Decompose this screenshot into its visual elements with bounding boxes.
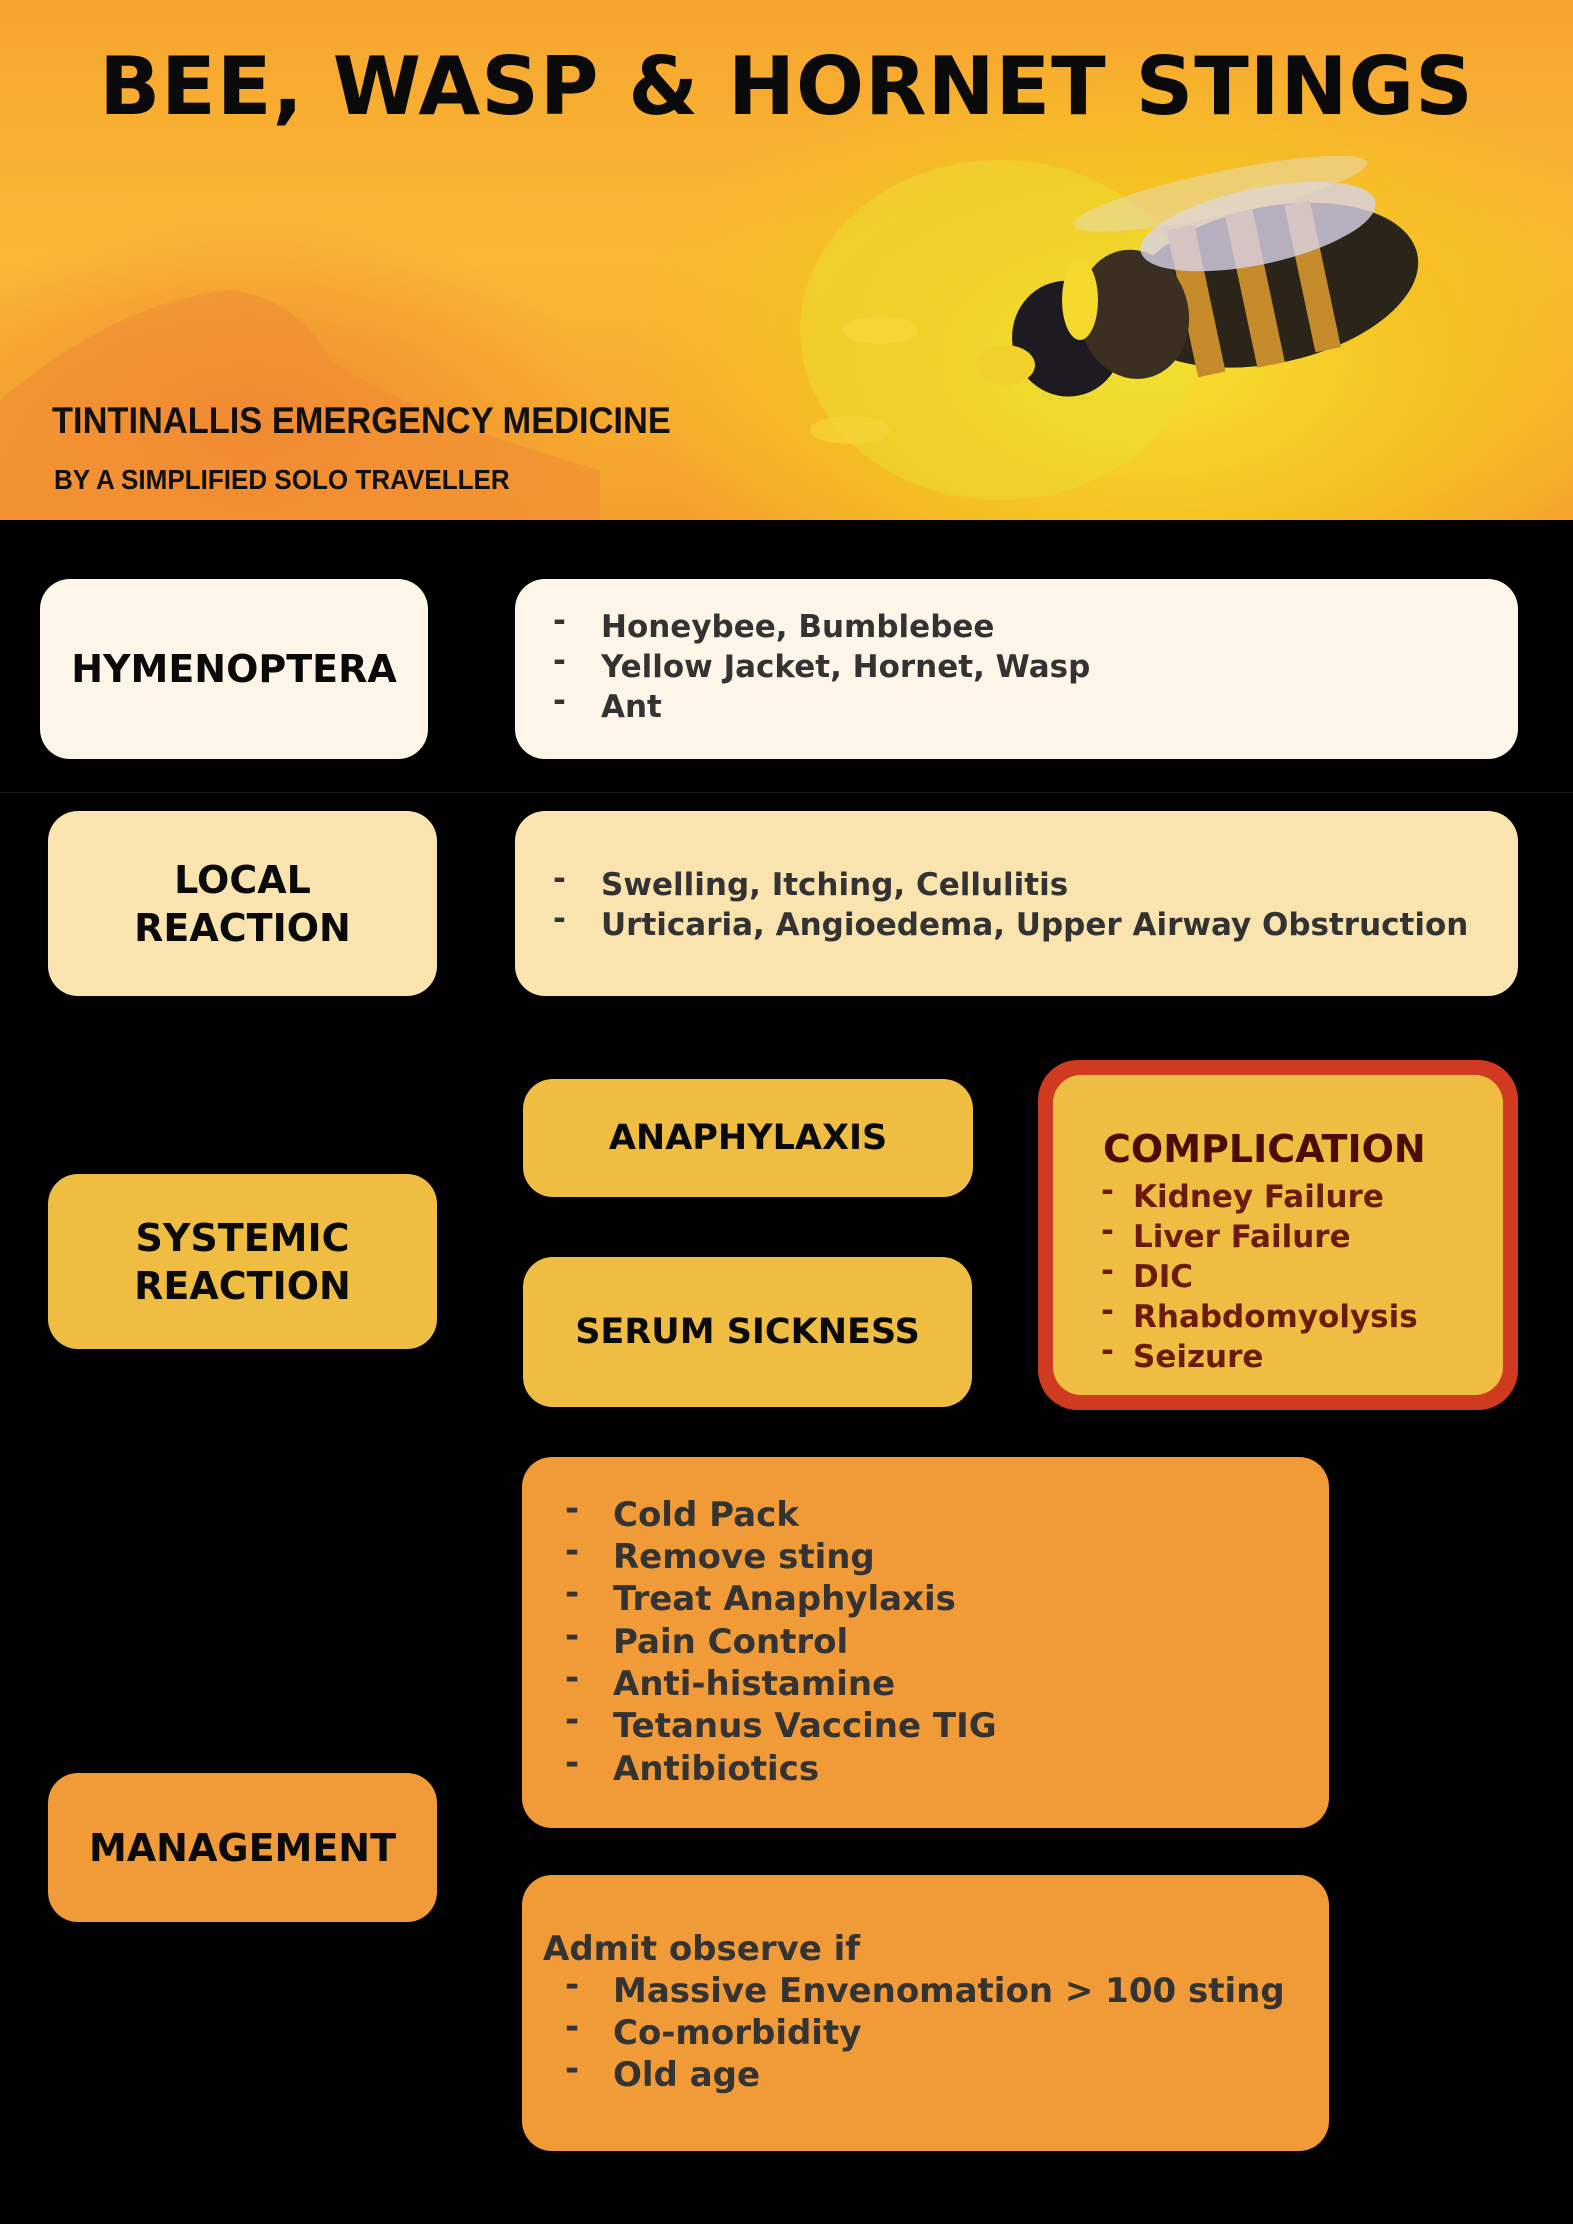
systemic-reaction-label-box: SYSTEMIC REACTION <box>48 1174 437 1349</box>
list-item: -Co-morbidity <box>565 2007 862 2053</box>
serum-sickness-box: SERUM SICKNESS <box>523 1257 972 1407</box>
list-item: -Old age <box>565 2049 761 2095</box>
admit-criteria-box: Admit observe if -Massive Envenomation >… <box>522 1875 1329 2151</box>
systemic-reaction-label-line2: REACTION <box>134 1263 351 1308</box>
dash-bullet: - <box>565 1616 580 1656</box>
list-item: -Kidney Failure <box>1101 1173 1384 1215</box>
list-item-text: Yellow Jacket, Hornet, Wasp <box>601 649 1091 685</box>
hymenoptera-label: HYMENOPTERA <box>71 647 397 691</box>
list-item-text: Ant <box>601 689 662 725</box>
list-item-text: Co-morbidity <box>613 2013 862 2053</box>
anaphylaxis-box: ANAPHYLAXIS <box>523 1079 973 1197</box>
dash-bullet: - <box>553 603 566 639</box>
list-item-text: Antibiotics <box>613 1749 820 1789</box>
list-item: -Anti-histamine <box>565 1658 896 1704</box>
dash-bullet: - <box>553 683 566 719</box>
dash-bullet: - <box>565 2049 580 2089</box>
divider <box>0 792 1573 793</box>
list-item: -Treat Anaphylaxis <box>565 1573 956 1619</box>
dash-bullet: - <box>565 1489 580 1529</box>
hymenoptera-label-box: HYMENOPTERA <box>40 579 428 759</box>
list-item: -Ant <box>553 683 662 725</box>
page-title: BEE, WASP & HORNET STINGS <box>99 40 1474 133</box>
list-item-text: Kidney Failure <box>1133 1179 1384 1215</box>
list-item: -Seizure <box>1101 1333 1264 1375</box>
list-item-text: Tetanus Vaccine TIG <box>613 1706 997 1746</box>
local-reaction-list-box: -Swelling, Itching, Cellulitis -Urticari… <box>515 811 1518 996</box>
dash-bullet: - <box>1101 1293 1114 1329</box>
list-item: -Cold Pack <box>565 1489 799 1535</box>
list-item: -Massive Envenomation > 100 sting <box>565 1965 1285 2011</box>
list-item: -Liver Failure <box>1101 1213 1351 1255</box>
dash-bullet: - <box>1101 1253 1114 1289</box>
list-item-text: DIC <box>1133 1259 1194 1295</box>
list-item: -Yellow Jacket, Hornet, Wasp <box>553 643 1091 685</box>
hymenoptera-list-box: -Honeybee, Bumblebee -Yellow Jacket, Hor… <box>515 579 1518 759</box>
source-subtitle: TINTINALLIS EMERGENCY MEDICINE <box>52 400 671 441</box>
list-item: -Rhabdomyolysis <box>1101 1293 1418 1335</box>
list-item-text: Anti-histamine <box>613 1664 896 1704</box>
admit-heading: Admit observe if <box>543 1929 861 1969</box>
complication-box: COMPLICATION -Kidney Failure -Liver Fail… <box>1038 1060 1518 1410</box>
list-item-text: Treat Anaphylaxis <box>613 1579 956 1619</box>
dash-bullet: - <box>1101 1213 1114 1249</box>
list-item: -Remove sting <box>565 1531 875 1577</box>
list-item: -DIC <box>1101 1253 1194 1295</box>
list-item: -Tetanus Vaccine TIG <box>565 1700 997 1746</box>
dash-bullet: - <box>565 1743 580 1783</box>
anaphylaxis-label: ANAPHYLAXIS <box>608 1118 888 1158</box>
list-item-text: Cold Pack <box>613 1495 799 1535</box>
management-list-box: -Cold Pack -Remove sting -Treat Anaphyla… <box>522 1457 1329 1828</box>
serum-sickness-label: SERUM SICKNESS <box>575 1312 920 1352</box>
dash-bullet: - <box>565 1531 580 1571</box>
dash-bullet: - <box>565 1658 580 1698</box>
list-item-text: Remove sting <box>613 1537 875 1577</box>
list-item-text: Seizure <box>1133 1339 1264 1375</box>
complication-inner: COMPLICATION -Kidney Failure -Liver Fail… <box>1053 1075 1503 1395</box>
dash-bullet: - <box>1101 1333 1114 1369</box>
management-label: MANAGEMENT <box>88 1825 397 1870</box>
dash-bullet: - <box>565 2007 580 2047</box>
systemic-reaction-label-line1: SYSTEMIC <box>135 1215 350 1260</box>
dash-bullet: - <box>565 1573 580 1613</box>
bee-photo-illustration <box>0 155 1419 520</box>
dash-bullet: - <box>1101 1173 1114 1209</box>
dash-bullet: - <box>553 643 566 679</box>
list-item-text: Old age <box>613 2055 761 2095</box>
list-item-text: Pain Control <box>613 1622 849 1662</box>
local-reaction-label-box: LOCAL REACTION <box>48 811 437 996</box>
list-item-text: Liver Failure <box>1133 1219 1351 1255</box>
list-item-text: Honeybee, Bumblebee <box>601 609 995 645</box>
complication-title: COMPLICATION <box>1103 1127 1426 1171</box>
management-label-box: MANAGEMENT <box>48 1773 437 1922</box>
list-item: -Antibiotics <box>565 1743 820 1789</box>
local-reaction-label-line2: REACTION <box>134 905 351 950</box>
header-banner: BEE, WASP & HORNET STINGS TINTINALLIS EM… <box>0 0 1573 520</box>
list-item: -Pain Control <box>565 1616 849 1662</box>
dash-bullet: - <box>565 1965 580 2005</box>
list-item: -Honeybee, Bumblebee <box>553 603 995 645</box>
dash-bullet: - <box>553 861 566 897</box>
list-item: -Urticaria, Angioedema, Upper Airway Obs… <box>553 901 1469 943</box>
dash-bullet: - <box>565 1700 580 1740</box>
list-item-text: Urticaria, Angioedema, Upper Airway Obst… <box>601 907 1469 943</box>
local-reaction-label-line1: LOCAL <box>174 857 311 902</box>
list-item-text: Swelling, Itching, Cellulitis <box>601 867 1069 903</box>
author-byline: BY A SIMPLIFIED SOLO TRAVELLER <box>54 464 510 495</box>
dash-bullet: - <box>553 901 566 937</box>
list-item-text: Rhabdomyolysis <box>1133 1299 1418 1335</box>
list-item: -Swelling, Itching, Cellulitis <box>553 861 1069 903</box>
list-item-text: Massive Envenomation > 100 sting <box>613 1971 1285 2011</box>
